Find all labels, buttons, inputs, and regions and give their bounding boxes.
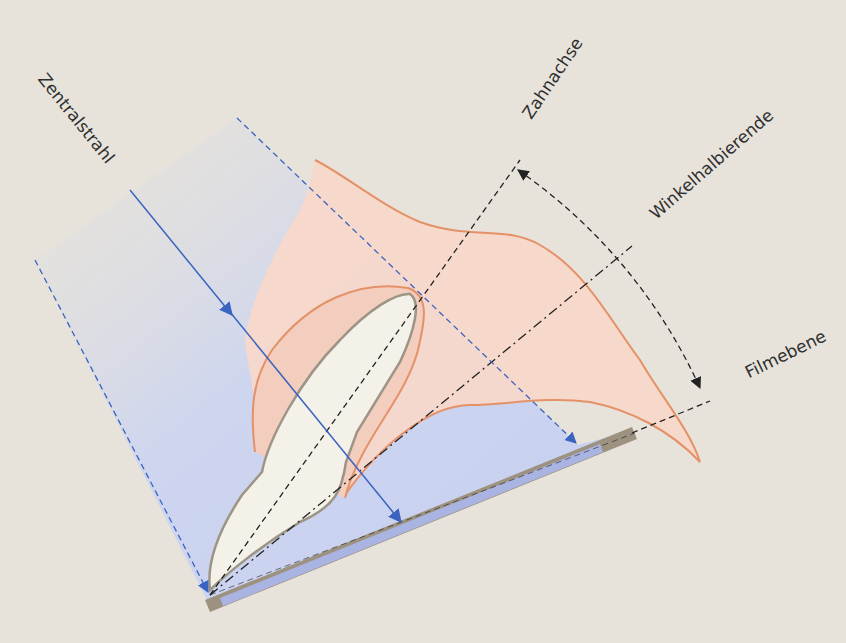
axis-label: Zahnachse xyxy=(520,35,586,122)
axis-label: Winkelhalbierende xyxy=(647,106,777,222)
beam-edge xyxy=(35,260,208,592)
bisector-line xyxy=(210,246,632,595)
axis-label: Filmebene xyxy=(743,327,829,381)
tooth xyxy=(209,294,415,590)
central-ray xyxy=(230,312,401,522)
film-surface xyxy=(220,444,603,606)
film xyxy=(205,427,637,612)
central-ray xyxy=(130,190,232,315)
beam-edge xyxy=(237,118,576,443)
axis-label: Zentralstrahl xyxy=(35,70,118,166)
film-plane-line xyxy=(632,401,710,433)
film-plane-line xyxy=(210,433,635,595)
